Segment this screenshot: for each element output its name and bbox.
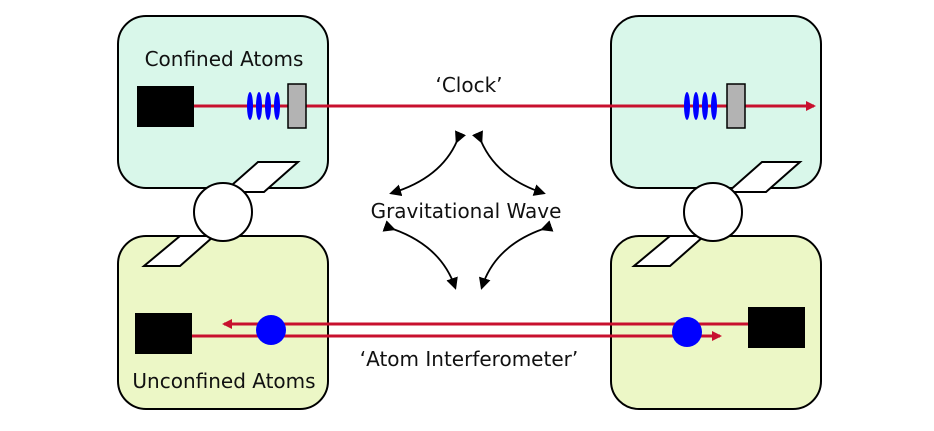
- clock-label: ‘Clock’: [435, 73, 502, 97]
- left-mirror-icon: [287, 83, 307, 129]
- left-atom-icon: [256, 315, 286, 345]
- arrow-icon: [471, 130, 546, 196]
- arrow-icon: [389, 130, 467, 197]
- right-mirror-icon: [726, 83, 746, 129]
- right-ai-laser-source-icon: [748, 307, 805, 348]
- unconfined-atoms-label: Unconfined Atoms: [132, 369, 315, 393]
- arrow-icon: [382, 220, 458, 290]
- gravitational-wave-arrows: [382, 130, 554, 290]
- arrow-icon: [479, 220, 554, 290]
- atom-interferometer-label: ‘Atom Interferometer’: [360, 347, 578, 371]
- left-ai-laser-source-icon: [135, 313, 192, 354]
- gravitational-wave-label: Gravitational Wave: [371, 199, 562, 223]
- right-satellite-icon: [631, 161, 803, 267]
- right-atom-icon: [672, 317, 702, 347]
- confined-atoms-label: Confined Atoms: [145, 47, 304, 71]
- left-laser-source-icon: [137, 86, 194, 127]
- right-wavefront-icon: [684, 92, 717, 120]
- left-satellite-icon: [141, 161, 301, 267]
- left-wavefront-icon: [247, 92, 280, 120]
